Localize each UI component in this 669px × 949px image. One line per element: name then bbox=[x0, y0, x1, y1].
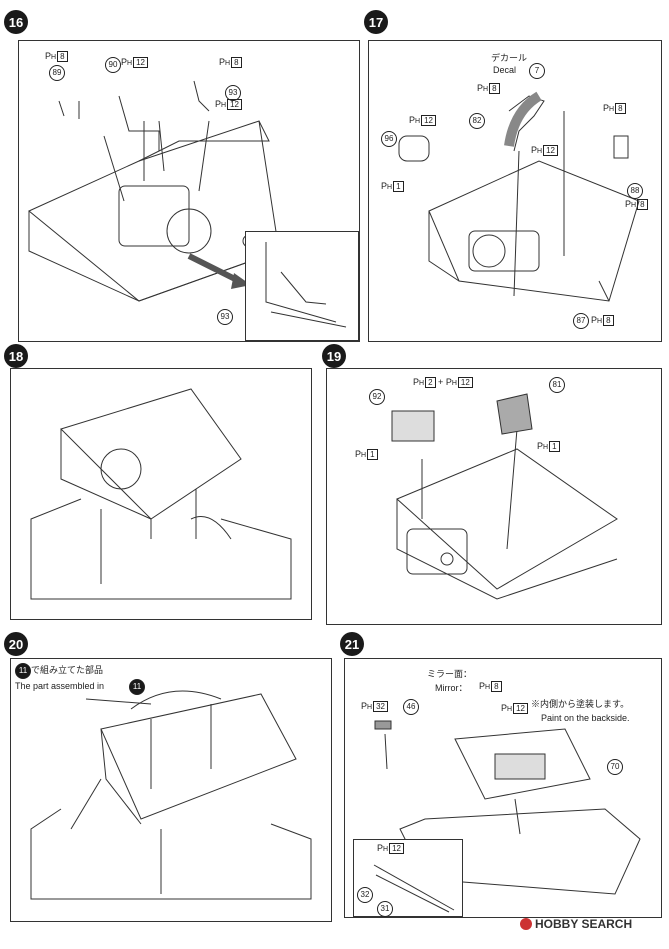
decal-label-en: Decal bbox=[493, 65, 517, 75]
mirror-label-jp: ミラー面： bbox=[427, 669, 473, 679]
step-number-19: 19 bbox=[322, 344, 346, 368]
step-17-illustration bbox=[398, 91, 640, 302]
step-number-17: 17 bbox=[364, 10, 388, 34]
part-93-inset-label: 93 bbox=[217, 309, 233, 325]
part-92-label: 92 bbox=[369, 389, 385, 405]
part-96-label: 96 bbox=[381, 131, 397, 147]
paint-note-jp: ※内側から塗装します。 bbox=[531, 699, 630, 709]
step-18-illustration bbox=[30, 388, 292, 600]
part-82-label: 82 bbox=[469, 113, 485, 129]
step-number-20: 20 bbox=[4, 632, 28, 656]
step-number-18: 18 bbox=[4, 344, 28, 368]
assembled-label-en: The part assembled in bbox=[15, 681, 105, 691]
step-16-detail-inset bbox=[245, 231, 359, 341]
part-46-label: 46 bbox=[403, 699, 419, 715]
part-90-label: 90 bbox=[105, 57, 121, 73]
part-70-label: 70 bbox=[607, 759, 623, 775]
part-88-label: 88 bbox=[627, 183, 643, 199]
paint-note-en: Paint on the backside. bbox=[541, 713, 630, 723]
part-31-label: 31 bbox=[377, 901, 393, 917]
hobby-search-logo-icon bbox=[520, 918, 532, 930]
step-19-illustration bbox=[391, 393, 618, 600]
part-87-label: 87 bbox=[573, 313, 589, 329]
step-20-illustration bbox=[30, 690, 312, 900]
part-93-label: 93 bbox=[225, 85, 241, 101]
part-81-label: 81 bbox=[549, 377, 565, 393]
step-18-panel bbox=[10, 368, 312, 620]
step-21-illustration bbox=[374, 720, 641, 895]
mirror-label-en: Mirror： bbox=[435, 683, 468, 693]
step-number-16: 16 bbox=[4, 10, 28, 34]
step-16-illustration bbox=[28, 80, 280, 302]
step-20-panel: 11 で組み立てた部品 The part assembled in 11 bbox=[10, 658, 332, 922]
part-89-label: 89 bbox=[49, 65, 65, 81]
hobby-search-watermark: HOBBY SEARCH bbox=[520, 917, 632, 931]
assembled-label-jp: で組み立てた部品 bbox=[31, 665, 104, 675]
part-11-ref-label-en: 11 bbox=[129, 679, 145, 695]
step-21-detail-inset bbox=[353, 839, 463, 917]
step-number-21: 21 bbox=[340, 632, 364, 656]
decal-label-jp: デカール bbox=[491, 53, 528, 63]
part-32-label: 32 bbox=[357, 887, 373, 903]
part-7-label: 7 bbox=[529, 63, 545, 79]
part-11-ref-label-jp: 11 bbox=[15, 663, 31, 679]
